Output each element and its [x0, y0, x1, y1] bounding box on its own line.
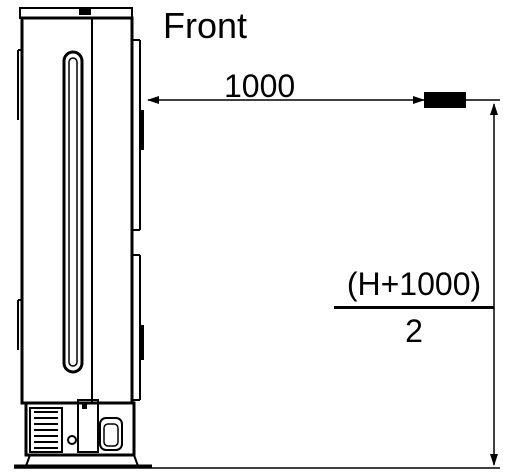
fraction-bar [334, 306, 494, 309]
horizontal-distance-label: 1000 [224, 68, 296, 104]
obstacle-marker [424, 92, 500, 108]
vertical-distance-denominator: 2 [405, 313, 423, 349]
vertical-distance-numerator: (H+1000) [346, 266, 482, 302]
vertical-distance-fraction: (H+1000) 2 [334, 268, 494, 347]
front-label: Front [163, 5, 248, 46]
outdoor-unit-side-view [14, 7, 152, 468]
